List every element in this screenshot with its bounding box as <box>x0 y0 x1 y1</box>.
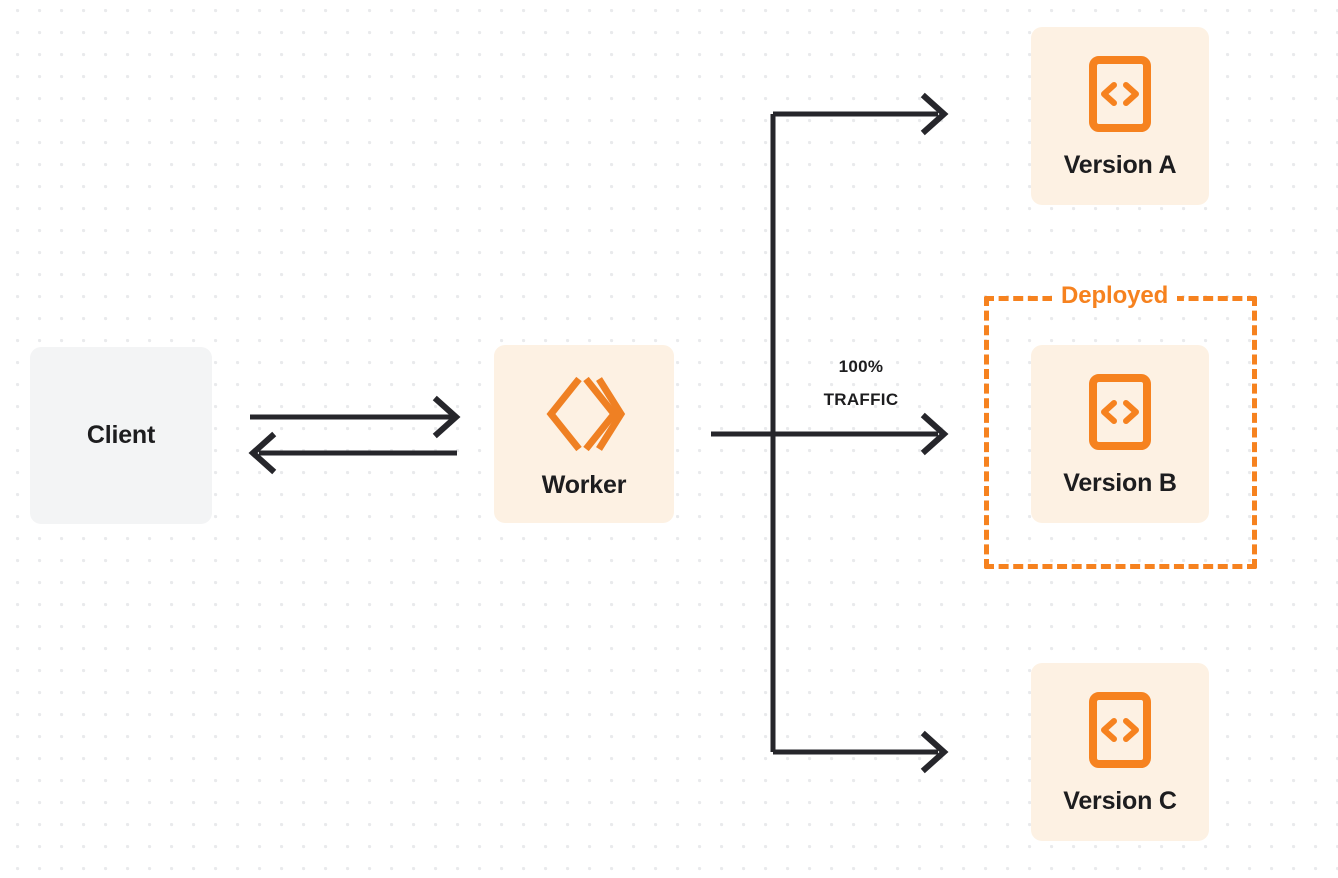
traffic-unit: TRAFFIC <box>823 390 899 409</box>
cloudflare-workers-logo-icon <box>541 371 627 457</box>
group-deployed-label: Deployed <box>1052 281 1178 311</box>
node-version-b[interactable]: Version B <box>1031 345 1209 523</box>
arrow-left-icon <box>248 431 277 475</box>
node-version-c[interactable]: Version C <box>1031 663 1209 841</box>
arrow-right-icon <box>920 730 949 774</box>
node-version-c-label: Version C <box>1063 786 1177 815</box>
node-version-a-label: Version A <box>1063 150 1177 179</box>
node-version-a[interactable]: Version A <box>1031 27 1209 205</box>
arrow-right-icon <box>920 412 949 456</box>
arrow-right-icon <box>920 92 949 136</box>
node-worker-label: Worker <box>541 470 627 499</box>
traffic-percent: 100% <box>838 357 884 376</box>
node-version-b-label: Version B <box>1063 468 1177 497</box>
node-worker[interactable]: Worker <box>494 345 674 523</box>
node-client-label: Client <box>86 421 156 449</box>
node-client[interactable]: Client <box>30 347 212 524</box>
code-file-icon <box>1088 55 1152 133</box>
code-file-icon <box>1088 691 1152 769</box>
code-file-icon <box>1088 373 1152 451</box>
traffic-split-label: 100% TRAFFIC <box>790 350 932 416</box>
arrow-right-icon <box>432 395 461 439</box>
